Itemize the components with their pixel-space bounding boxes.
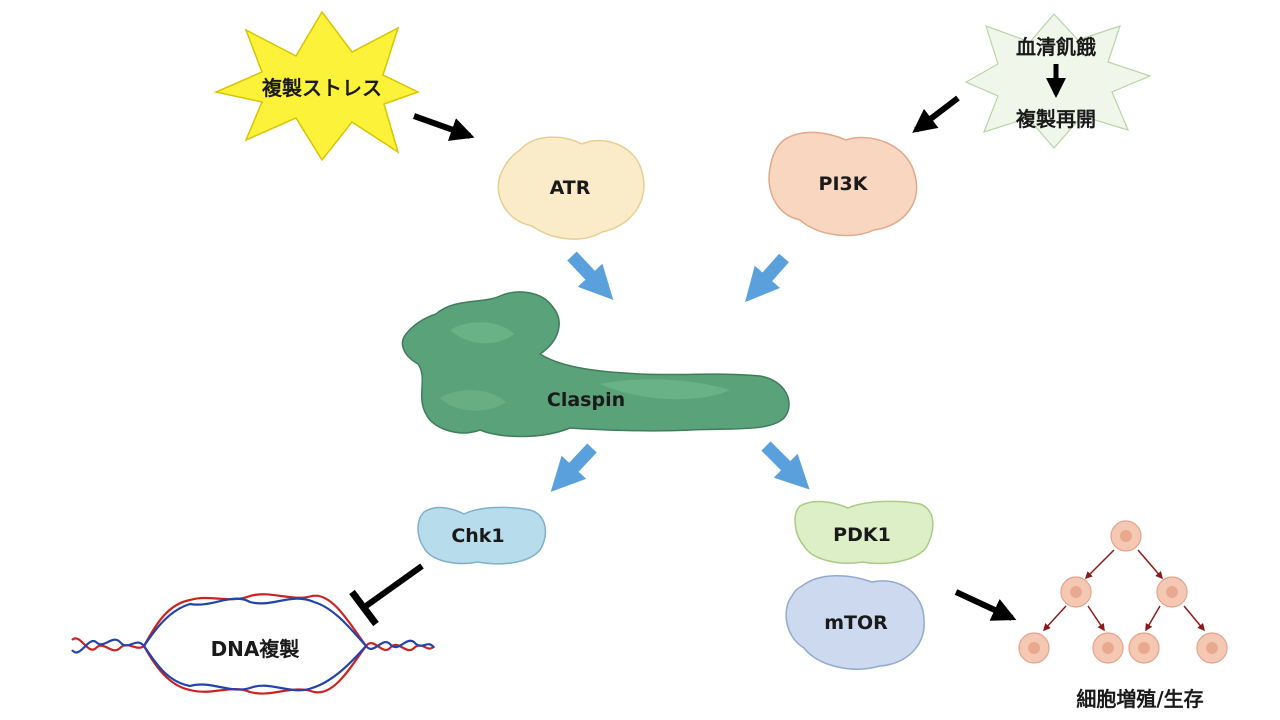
cell-leaf-2: [1092, 632, 1124, 664]
cell-mid-right: [1156, 576, 1188, 608]
claspin-protein: Claspin: [401, 291, 790, 438]
pi3k-to-claspin-arrow: [745, 253, 789, 303]
cell-leaf-1: [1018, 632, 1050, 664]
claspin-texture-c: [440, 390, 506, 411]
chk1-blob: [417, 506, 547, 565]
atr-protein: ATR: [497, 136, 645, 240]
claspin-blob: [401, 291, 790, 438]
cell-leaf-4: [1196, 632, 1228, 664]
claspin-texture-a: [450, 322, 514, 344]
division-arrows: [1042, 549, 1205, 632]
cell-leaf-3: [1128, 632, 1160, 664]
claspin-texture-b: [600, 379, 730, 400]
serum-starvation-burst: 血清飢餓 複製再開: [964, 13, 1152, 149]
claspin-to-chk1-arrow: [550, 443, 597, 492]
replication-stress-burst: 複製ストレス: [213, 10, 420, 162]
stress-to-atr-arrow: [412, 113, 475, 141]
dna-replication-label: DNA複製: [211, 637, 300, 661]
proliferation-survival-label: 細胞増殖/生存: [1076, 687, 1203, 711]
atr-blob: [497, 136, 645, 240]
chk1-protein: Chk1: [417, 506, 547, 565]
pi3k-label: PI3K: [819, 173, 869, 195]
dna-replication-bubble: DNA複製: [71, 593, 435, 695]
replication-restart-label: 複製再開: [1016, 107, 1096, 131]
pdk1-label: PDK1: [833, 524, 891, 546]
mtor-blob: [785, 575, 925, 670]
dna-lower-fork: [143, 645, 367, 695]
restart-to-pi3k-arrow: [912, 95, 960, 133]
cell-division-tree: 細胞増殖/生存: [1018, 520, 1228, 711]
cell-root: [1110, 520, 1142, 552]
inhibition-bar: [349, 589, 379, 627]
claspin-label: Claspin: [547, 389, 625, 411]
serum-starvation-label: 血清飢餓: [1016, 35, 1096, 59]
mtor-label: mTOR: [824, 612, 888, 634]
chk1-label: Chk1: [451, 525, 504, 547]
pi3k-protein: PI3K: [768, 131, 918, 237]
atr-to-claspin-arrow: [567, 251, 614, 300]
dna-left-strand: [71, 637, 145, 654]
cell-mid-left: [1060, 576, 1092, 608]
inhibition-line: [364, 563, 424, 609]
mtor-to-proliferation-arrow: [954, 589, 1017, 621]
pdk1-protein: PDK1: [794, 500, 934, 565]
claspin-to-pdk1-arrow: [761, 441, 810, 490]
atr-label: ATR: [550, 177, 591, 199]
dna-right-strand: [365, 639, 435, 652]
pdk1-blob: [794, 500, 934, 565]
dna-upper-fork: [143, 593, 367, 647]
stress-burst-shape: [213, 10, 420, 162]
replication-stress-label: 複製ストレス: [262, 76, 382, 100]
pi3k-blob: [768, 131, 918, 237]
mtor-protein: mTOR: [785, 575, 925, 670]
chk1-inhibition: [349, 563, 424, 627]
